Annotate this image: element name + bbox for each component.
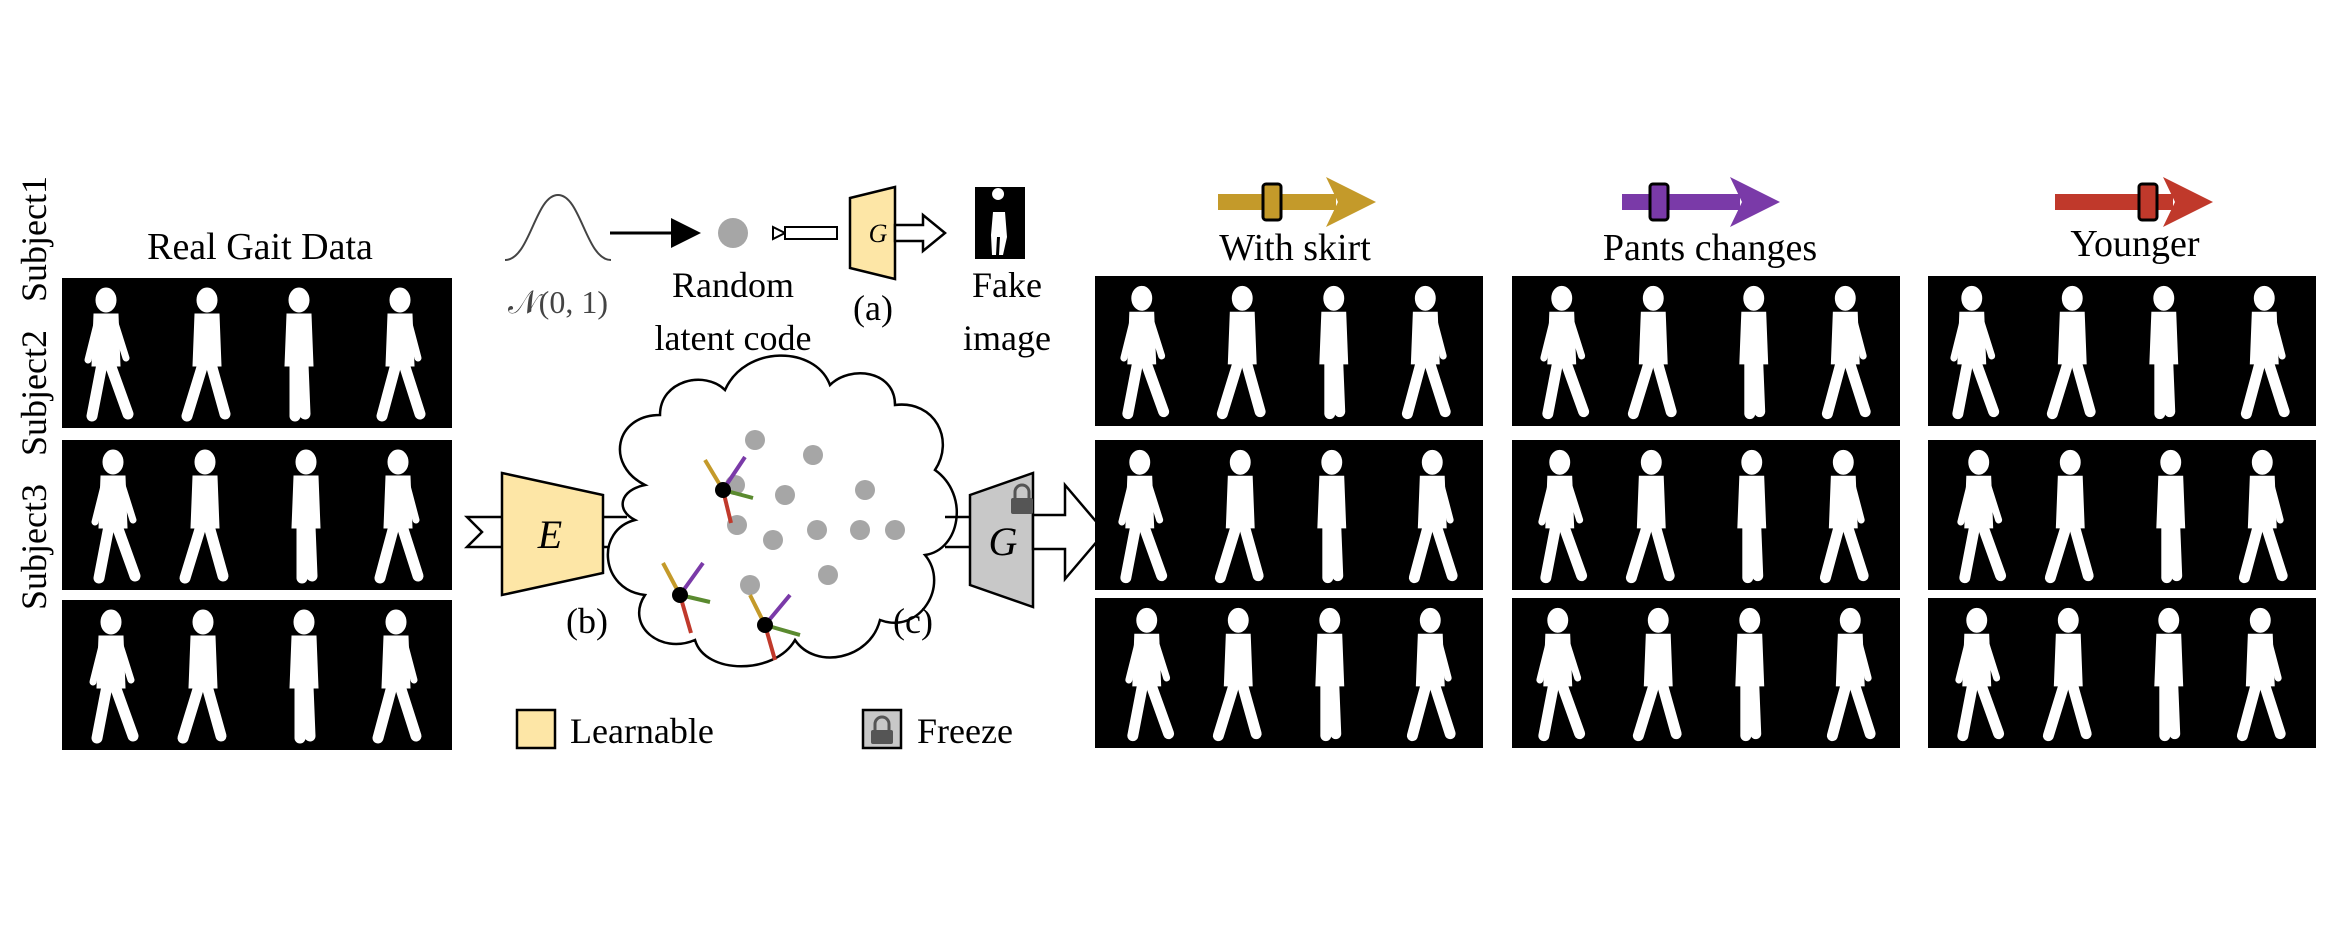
walker-silhouette [1538, 449, 1588, 584]
walker-silhouette [2044, 449, 2094, 584]
walker-silhouette [91, 449, 141, 584]
walker-silhouette [1406, 607, 1456, 742]
latent-space-cloud [606, 354, 959, 668]
walker-silhouette [1737, 449, 1767, 584]
col-with-skirt-title: With skirt [1219, 227, 1371, 269]
direction-cluster-1 [703, 455, 754, 524]
walker-silhouette [2238, 449, 2288, 584]
walker-silhouette [1632, 607, 1682, 742]
walker-silhouette [181, 287, 231, 422]
walker-silhouette [1408, 449, 1458, 584]
learnable-label: Learnable [570, 711, 714, 751]
walker-silhouette [291, 449, 321, 584]
walker-silhouette [1319, 285, 1349, 420]
walker-silhouette [1315, 607, 1345, 742]
walker-silhouette [1819, 449, 1869, 584]
label-b: (b) [566, 601, 608, 641]
walker-silhouette [177, 609, 227, 744]
walker-silhouette [2154, 607, 2184, 742]
walker-silhouette [1735, 607, 1765, 742]
walker-silhouette [84, 287, 134, 422]
learnable-swatch [515, 708, 557, 750]
walker-silhouette [1826, 607, 1876, 742]
subject1-gait-panel [62, 278, 452, 428]
walker-silhouette [2236, 607, 2286, 742]
walker-silhouette [374, 449, 424, 584]
pants-row3-panel [1512, 598, 1900, 748]
walker-silhouette [1536, 607, 1586, 742]
col-younger-title: Younger [2070, 223, 2200, 265]
label-c: (c) [893, 601, 933, 641]
distribution-label: 𝒩(0, 1) [508, 284, 608, 320]
direction-cluster-2 [661, 561, 711, 634]
walker-silhouette [1821, 285, 1871, 420]
small-generator-block [848, 185, 897, 281]
walker-silhouette [284, 287, 314, 422]
subject3-gait-panel [62, 600, 452, 750]
subject3-label: Subject3 [14, 484, 54, 610]
walker-silhouette [1216, 285, 1266, 420]
encoder-label: E [537, 512, 562, 557]
walker-silhouette [1950, 285, 2000, 420]
subject2-label: Subject2 [14, 330, 54, 456]
latent-code-dot [718, 218, 748, 248]
frozen-generator-label: G [989, 519, 1018, 564]
freeze-lock-icon [871, 715, 893, 744]
subject2-gait-panel [62, 440, 452, 590]
col-pants-changes-title: Pants changes [1602, 227, 1818, 269]
younger-row3-panel [1928, 598, 2316, 748]
pants-row1-panel [1512, 276, 1900, 426]
walker-silhouette [376, 287, 426, 422]
walker-silhouette [1401, 285, 1451, 420]
walker-silhouette [1212, 607, 1262, 742]
walker-silhouette [1125, 607, 1175, 742]
small-generator-label: G [869, 219, 888, 248]
walker-silhouette [372, 609, 422, 744]
walker-silhouette [1739, 285, 1769, 420]
walker-silhouette [1957, 449, 2007, 584]
walker-silhouette [2240, 285, 2290, 420]
pants-direction-arrow-icon [1622, 177, 1780, 227]
skirt-row1-panel [1095, 276, 1483, 426]
gaussian-curve-icon [504, 193, 612, 261]
walker-silhouette [2156, 449, 2186, 584]
label-a: (a) [853, 288, 893, 328]
pipeline-diagram: 𝒩(0, 1) Random latent code G (a) Fake im… [463, 185, 1107, 751]
walker-silhouette [2046, 285, 2096, 420]
latent-label-1: Random [672, 265, 794, 305]
lock-icon [1011, 483, 1033, 514]
direction-cluster-3 [748, 593, 801, 661]
walker-silhouette [1625, 449, 1675, 584]
fake-label-1: Fake [972, 265, 1042, 305]
subject1-label: Subject1 [14, 176, 54, 302]
younger-row2-panel [1928, 440, 2316, 590]
walker-silhouette [1955, 607, 2005, 742]
skirt-direction-arrow-icon [1218, 177, 1376, 227]
encoder-block [500, 471, 605, 597]
walker-silhouette [89, 609, 139, 744]
skirt-row2-panel [1095, 440, 1483, 590]
walker-silhouette [289, 609, 319, 744]
walker-silhouette [2042, 607, 2092, 742]
walker-silhouette [2149, 285, 2179, 420]
younger-direction-arrow-icon [2055, 177, 2213, 227]
walker-silhouette [1118, 449, 1168, 584]
real-gait-title: Real Gait Data [147, 226, 373, 268]
pants-row2-panel [1512, 440, 1900, 590]
fake-label-2: image [963, 318, 1051, 358]
walker-silhouette [1317, 449, 1347, 584]
walker-silhouette [1120, 285, 1170, 420]
younger-row1-panel [1928, 276, 2316, 426]
latent-label-2: latent code [655, 318, 812, 358]
walker-silhouette [1627, 285, 1677, 420]
walker-silhouette [1214, 449, 1264, 584]
freeze-label: Freeze [917, 711, 1013, 751]
walker-silhouette [179, 449, 229, 584]
walker-silhouette [1540, 285, 1590, 420]
skirt-row3-panel [1095, 598, 1483, 748]
